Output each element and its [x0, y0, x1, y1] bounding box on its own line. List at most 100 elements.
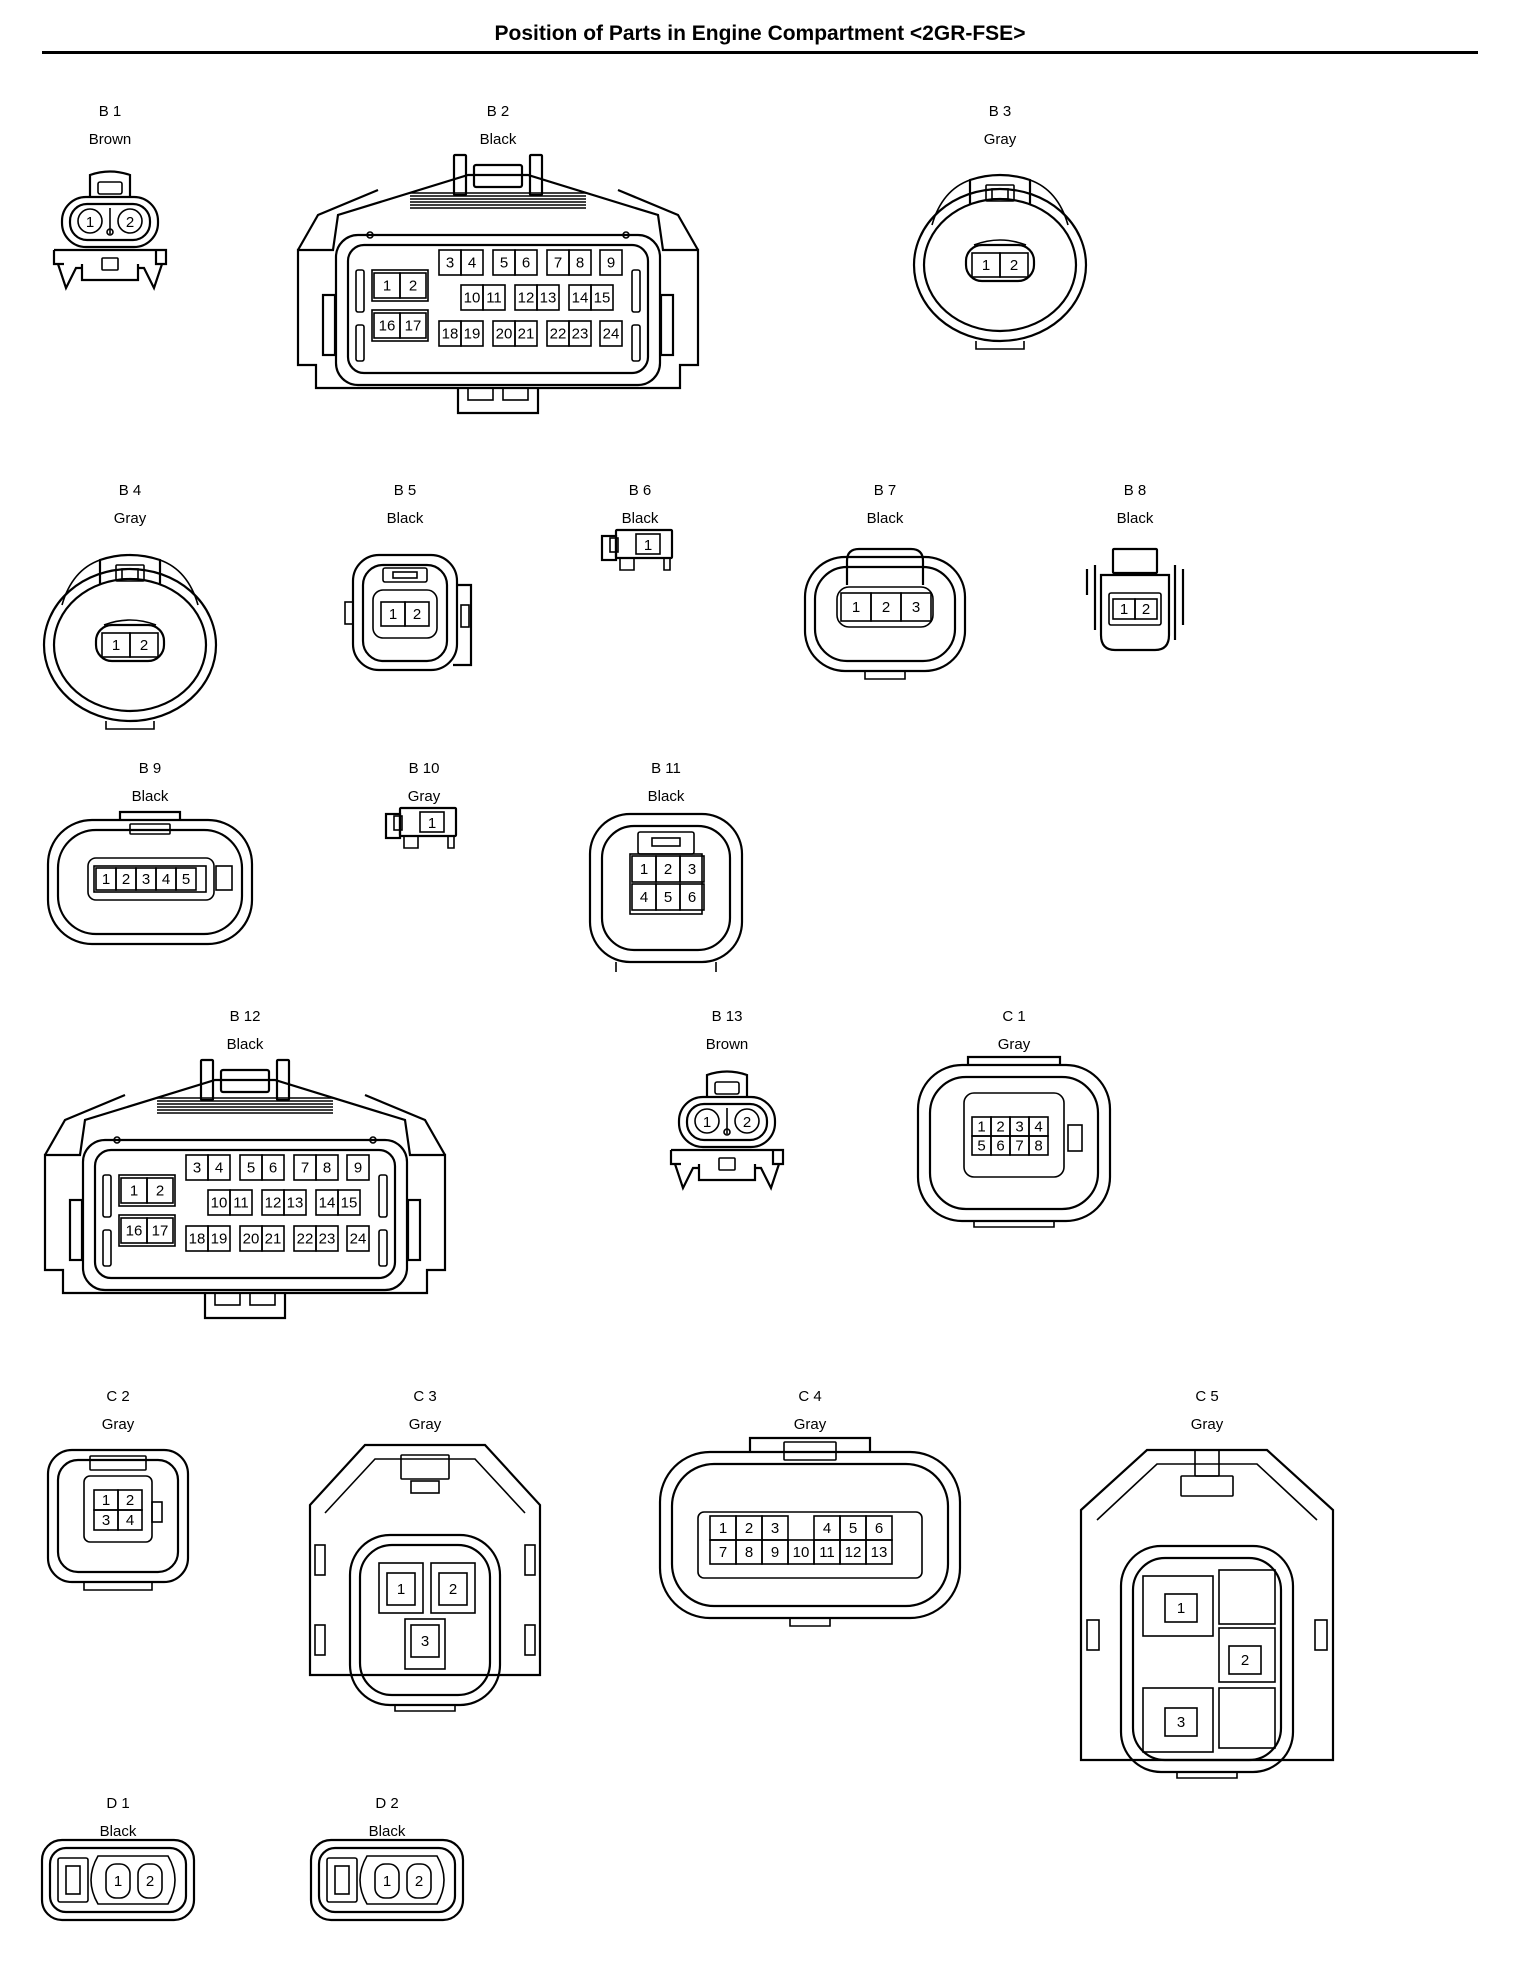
connector-code: B 3 — [989, 103, 1012, 120]
pin-label: 12 — [518, 290, 535, 307]
connector-color: Gray — [984, 131, 1017, 148]
pin-cell — [207, 1154, 231, 1181]
pin-label: 23 — [572, 326, 589, 343]
connector-code: B 11 — [651, 760, 681, 777]
pin-label: 4 — [1034, 1119, 1042, 1136]
pin-label: 2 — [996, 1119, 1004, 1136]
pin-label: 16 — [379, 318, 396, 335]
pin-label: 8 — [1034, 1138, 1042, 1155]
pin-cell — [146, 1217, 174, 1244]
connector-code: B 9 — [139, 760, 162, 777]
connector-code: B 8 — [1124, 482, 1147, 499]
pin-label: 24 — [603, 326, 620, 343]
pin-cell — [438, 1572, 468, 1606]
pin-label: 1 — [112, 637, 120, 654]
connector-code: C 3 — [413, 1388, 436, 1405]
pin-label: 1 — [389, 606, 397, 623]
connector-code: B 12 — [230, 1008, 261, 1025]
pin-label: 3 — [1177, 1714, 1185, 1731]
connector-color: Gray — [409, 1416, 442, 1433]
pin-cell — [229, 1189, 253, 1216]
pin-label: 1 — [703, 1114, 711, 1131]
pin-label: 2 — [664, 861, 672, 878]
pin-label: 2 — [409, 278, 417, 295]
pin-label: 2 — [1241, 1652, 1249, 1669]
pin-label: 2 — [1010, 257, 1018, 274]
pin-label: 3 — [142, 871, 150, 888]
connector-color: Gray — [998, 1036, 1031, 1053]
pin-label: 2 — [156, 1183, 164, 1200]
pin-label: 1 — [86, 214, 94, 231]
pin-cell — [1164, 1707, 1198, 1737]
pin-label: 11 — [486, 290, 502, 307]
pin-label: 8 — [745, 1544, 753, 1561]
pin-label: 1 — [130, 1183, 138, 1200]
pin-label: 19 — [211, 1231, 228, 1248]
pin-label: 7 — [719, 1544, 727, 1561]
pin-label: 1 — [644, 537, 652, 554]
pin-cell — [568, 320, 592, 347]
pin-cell — [599, 249, 623, 276]
connector-code: B 10 — [409, 760, 440, 777]
pin-label: 3 — [446, 255, 454, 272]
connector-color: Gray — [408, 788, 441, 805]
pin-label: 18 — [442, 326, 459, 343]
pin-label: 5 — [849, 1520, 857, 1537]
pin-cell — [900, 592, 932, 622]
connector-b6: B 6 Black 1 — [600, 482, 674, 571]
pin-label: 12 — [845, 1544, 862, 1561]
pin-label: 9 — [607, 255, 615, 272]
pin-cell — [460, 320, 484, 347]
pin-cell — [514, 249, 538, 276]
pin-label: 6 — [688, 889, 696, 906]
pin-label: 3 — [102, 1512, 110, 1529]
pin-label: 7 — [1015, 1138, 1023, 1155]
pin-cell — [261, 1154, 285, 1181]
connector-color: Black — [369, 1823, 406, 1840]
pin-label: 1 — [383, 1873, 391, 1890]
connector-color: Black — [622, 510, 659, 527]
connector-color: Gray — [1191, 1416, 1224, 1433]
connector-color: Brown — [89, 131, 132, 148]
pin-label: 19 — [464, 326, 481, 343]
pin-label: 4 — [215, 1160, 223, 1177]
pin-label: 22 — [550, 326, 567, 343]
pin-cell — [399, 312, 427, 339]
pin-label: 14 — [319, 1195, 336, 1212]
pin-label: 15 — [341, 1195, 358, 1212]
pin-label: 14 — [572, 290, 589, 307]
pin-label: 6 — [996, 1138, 1004, 1155]
pin-label: 10 — [793, 1544, 810, 1561]
connector-code: B 7 — [874, 482, 897, 499]
pin-label: 3 — [912, 599, 920, 616]
pin-label: 11 — [233, 1195, 249, 1212]
pin-label: 9 — [354, 1160, 362, 1177]
pin-label: 1 — [397, 1581, 405, 1598]
pin-cell — [1028, 1135, 1049, 1156]
pin-label: 1 — [719, 1520, 727, 1537]
connector-color: Black — [387, 510, 424, 527]
pin-label: 24 — [350, 1231, 367, 1248]
pin-label: 2 — [126, 214, 134, 231]
pin-label: 8 — [576, 255, 584, 272]
pin-label: 1 — [114, 1873, 122, 1890]
pin-label: 20 — [496, 326, 513, 343]
pin-label: 8 — [323, 1160, 331, 1177]
pin-label: 15 — [594, 290, 611, 307]
connector-code: B 6 — [629, 482, 652, 499]
connector-color: Black — [100, 1823, 137, 1840]
pin-label: 4 — [468, 255, 476, 272]
pin-cell — [590, 284, 614, 311]
pin-cell — [514, 320, 538, 347]
connector-code: B 13 — [712, 1008, 743, 1025]
pin-label: 2 — [743, 1114, 751, 1131]
pin-cell — [129, 632, 159, 658]
pin-label: 13 — [540, 290, 557, 307]
